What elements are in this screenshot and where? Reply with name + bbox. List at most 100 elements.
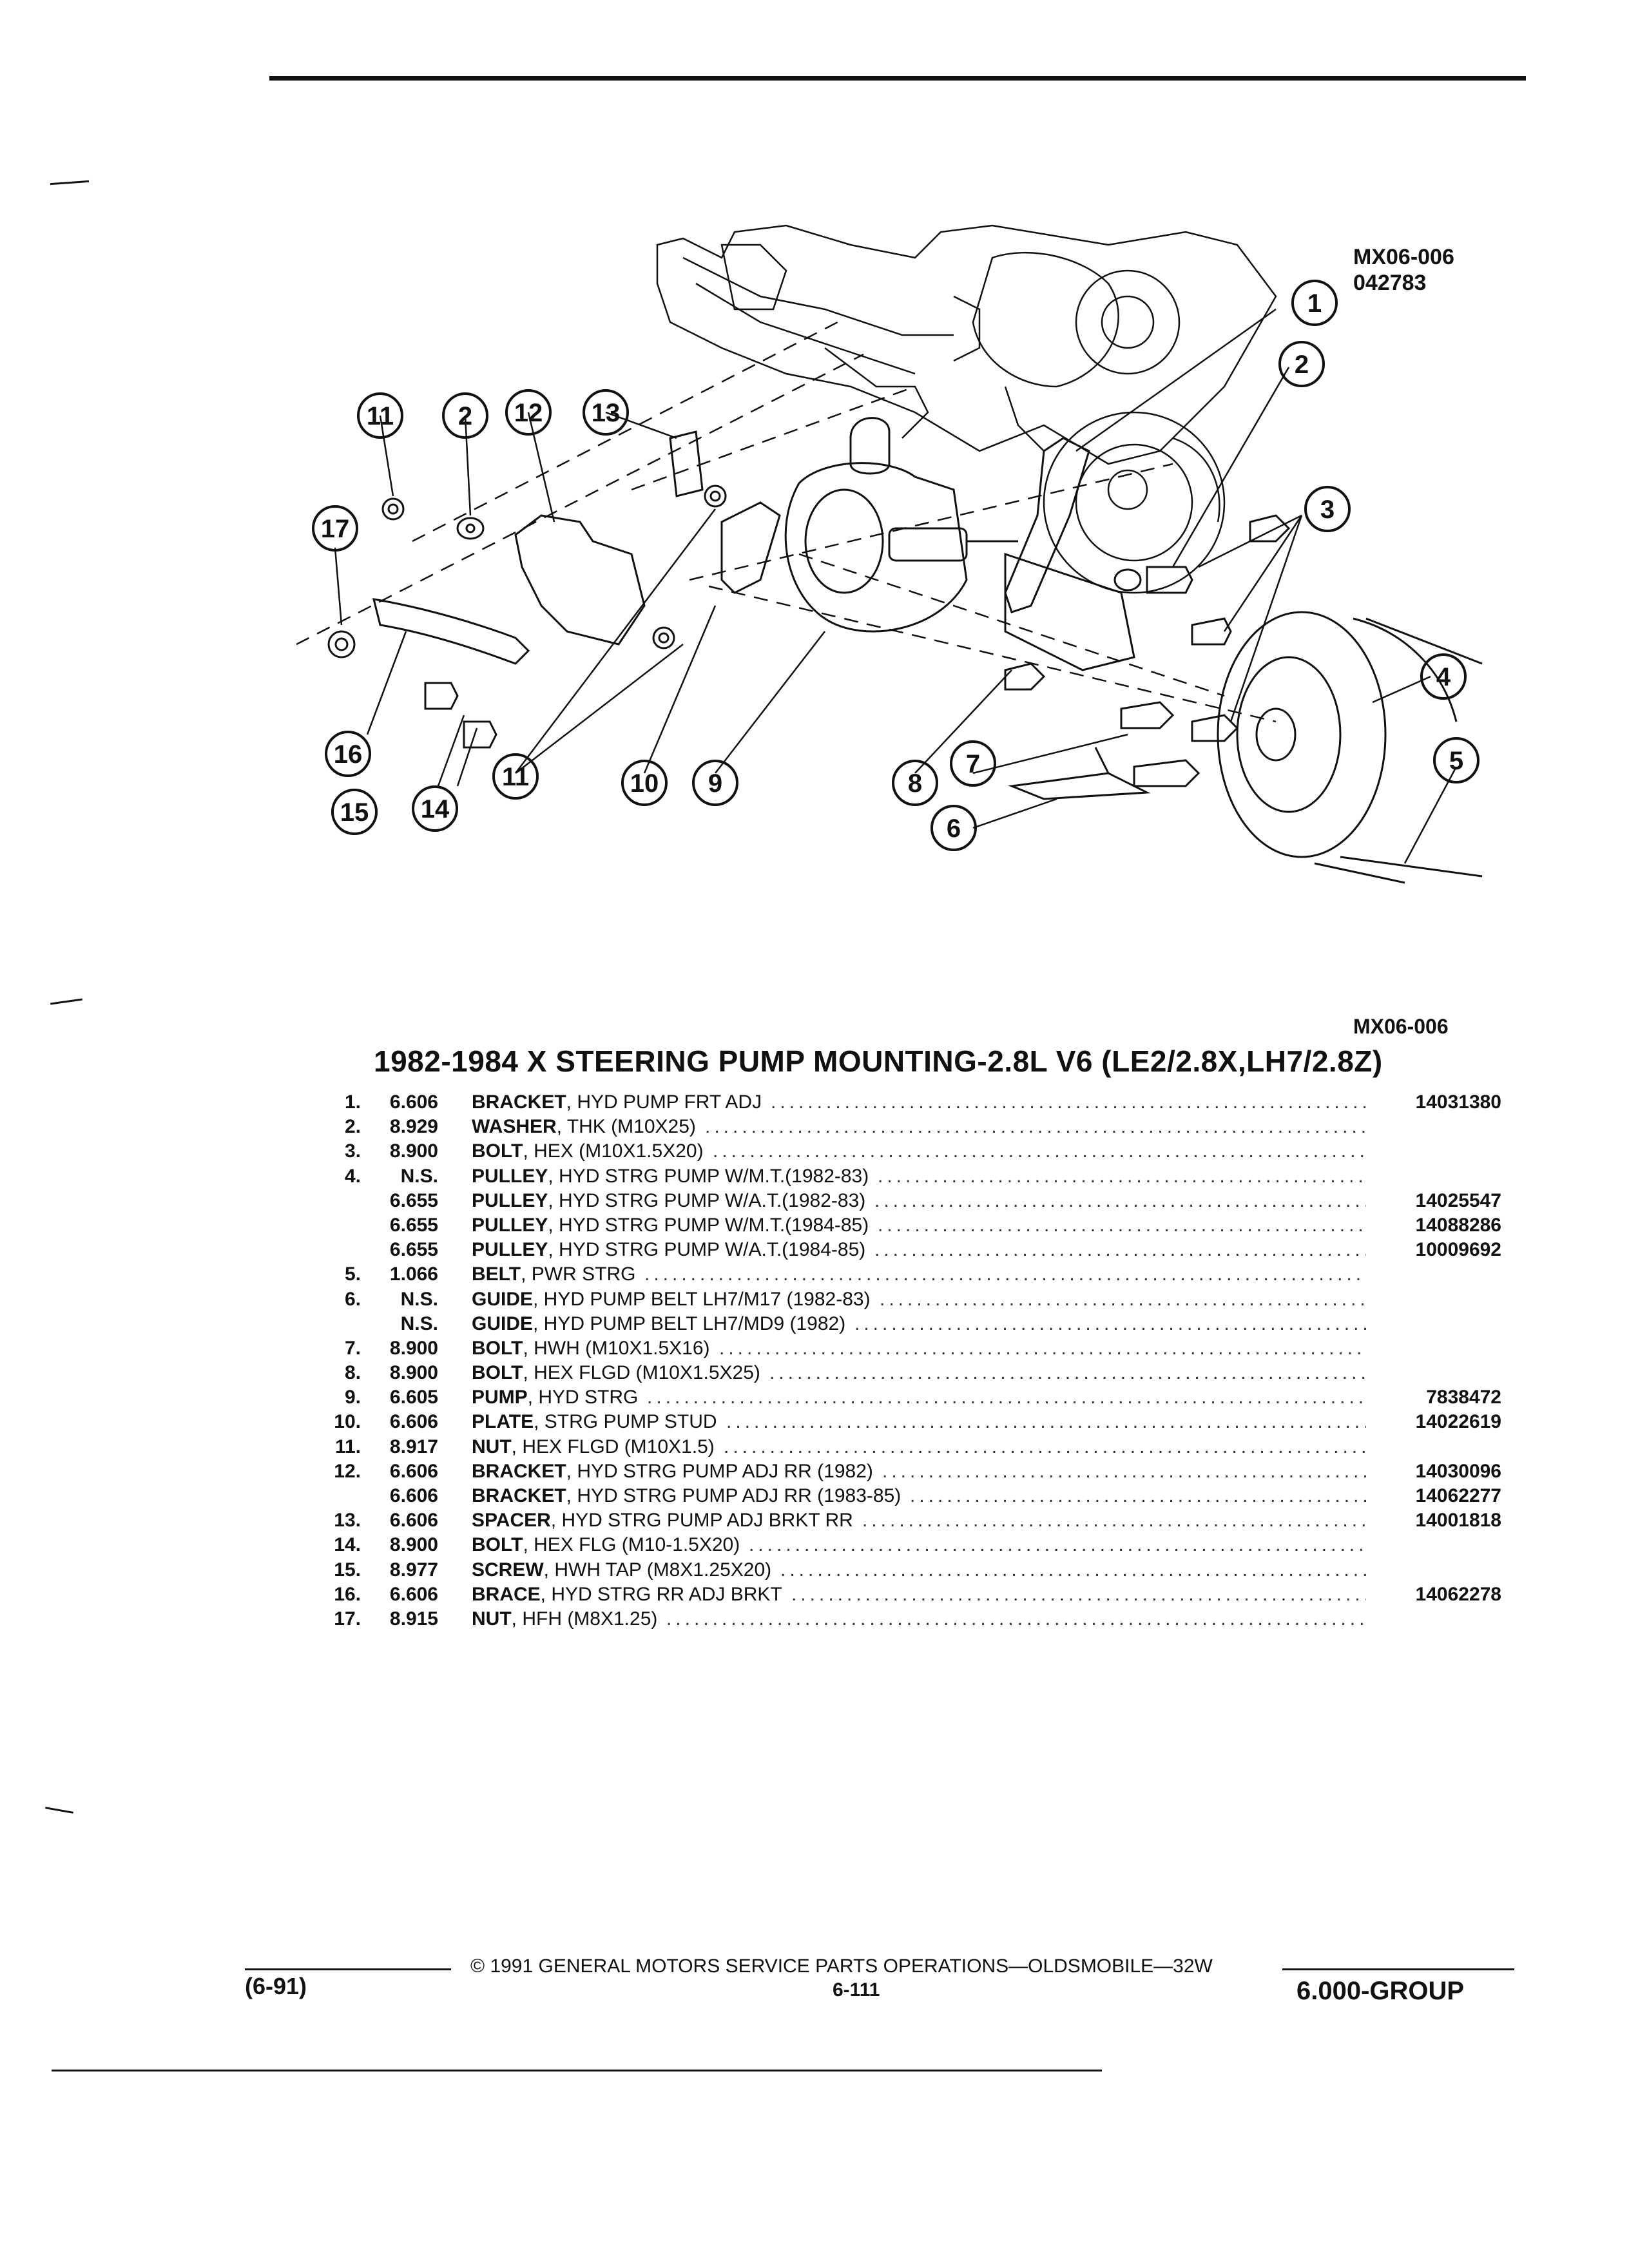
- item-number: 10.: [334, 1411, 361, 1433]
- group-number: N.S.: [400, 1288, 438, 1310]
- part-name: BOLT: [472, 1140, 523, 1162]
- item-number: 7.: [344, 1337, 361, 1359]
- part-description: BRACE, HYD STRG RR ADJ BRKT: [472, 1582, 782, 1607]
- part-detail: , HFH (M8X1.25): [511, 1608, 658, 1629]
- leader-dots: ........................................…: [719, 1337, 1366, 1359]
- callout-5: 5: [1449, 747, 1463, 775]
- item-number: 17.: [334, 1608, 361, 1629]
- item-number: 9.: [344, 1387, 361, 1408]
- leader-dots: ........................................…: [882, 1460, 1366, 1482]
- part-name: PULLEY: [472, 1239, 548, 1261]
- group-number: N.S.: [400, 1165, 438, 1187]
- leader-dots: ........................................…: [910, 1485, 1366, 1506]
- part-description: BOLT, HWH (M10X1.5X16): [472, 1336, 710, 1361]
- part-name: NUT: [472, 1436, 512, 1457]
- part-detail: , STRG PUMP STUD: [534, 1411, 717, 1433]
- callout-4: 4: [1436, 663, 1451, 691]
- callout-13: 13: [592, 399, 621, 427]
- group-number: 8.900: [389, 1534, 438, 1556]
- group-number: 6.606: [389, 1583, 438, 1605]
- callout-10: 10: [630, 769, 659, 798]
- diagram-ref-code: MX06-006: [1353, 245, 1454, 269]
- callout-circles: [312, 280, 1480, 851]
- parts-row: 6.N.S.GUIDE, HYD PUMP BELT LH7/M17 (1982…: [303, 1287, 1514, 1312]
- part-description: BOLT, HEX (M10X1.5X20): [472, 1139, 704, 1164]
- leader-dots: ........................................…: [749, 1534, 1366, 1556]
- part-detail: , HYD STRG PUMP W/A.T.(1982-83): [548, 1189, 866, 1211]
- callout-17: 17: [321, 515, 350, 543]
- part-name: BOLT: [472, 1337, 523, 1359]
- footer-rule-left: [245, 1968, 451, 1970]
- leader-dots: ........................................…: [771, 1091, 1366, 1113]
- group-number: 8.977: [389, 1559, 438, 1581]
- part-description: BRACKET, HYD STRG PUMP ADJ RR (1983-85): [472, 1484, 901, 1508]
- group-number: 1.066: [389, 1264, 438, 1285]
- leader-dots: ........................................…: [705, 1116, 1366, 1138]
- item-number: 2.: [344, 1116, 361, 1138]
- group-number: 6.606: [389, 1411, 438, 1433]
- leader-dots: ........................................…: [724, 1436, 1366, 1457]
- part-name: PULLEY: [472, 1214, 548, 1236]
- diagram-ref-date: 042783: [1353, 271, 1427, 295]
- parts-row: 6.655 PULLEY, HYD STRG PUMP W/M.T.(1984-8…: [303, 1213, 1514, 1238]
- leader-dots: ........................................…: [791, 1583, 1366, 1605]
- bottom-rule: [52, 2070, 1102, 2071]
- part-detail: , HYD PUMP BELT LH7/MD9 (1982): [533, 1312, 846, 1334]
- leader-dots: ........................................…: [874, 1239, 1366, 1261]
- footer-copyright: © 1991 GENERAL MOTORS SERVICE PARTS OPER…: [470, 1956, 1213, 1977]
- part-name: BOLT: [472, 1534, 523, 1556]
- part-detail: , THK (M10X25): [556, 1116, 696, 1138]
- group-number: 6.605: [389, 1387, 438, 1408]
- part-name: SPACER: [472, 1510, 551, 1532]
- footer-group: 6.000-GROUP: [1296, 1977, 1465, 2005]
- part-description: PULLEY, HYD STRG PUMP W/A.T.(1982-83): [472, 1189, 865, 1213]
- item-number: 6.: [344, 1288, 361, 1310]
- leader-lines: [334, 308, 1458, 864]
- part-detail: , PWR STRG: [521, 1264, 636, 1285]
- group-number: 6.655: [389, 1214, 438, 1236]
- callout-14: 14: [421, 795, 450, 823]
- steering-pump: [784, 417, 1018, 633]
- part-number: 14030096: [1415, 1460, 1501, 1482]
- group-number: 6.655: [389, 1239, 438, 1261]
- part-description: BRACKET, HYD PUMP FRT ADJ: [472, 1090, 762, 1115]
- group-number: 6.606: [389, 1091, 438, 1113]
- parts-row: N.S.GUIDE, HYD PUMP BELT LH7/MD9 (1982).…: [303, 1312, 1514, 1336]
- part-number: 14025547: [1415, 1189, 1501, 1211]
- callout-2b: 2: [1295, 351, 1309, 379]
- part-number: 7838472: [1426, 1387, 1501, 1408]
- part-description: PULLEY, HYD STRG PUMP W/A.T.(1984-85): [472, 1238, 865, 1262]
- item-number: 15.: [334, 1559, 361, 1581]
- item-number: 16.: [334, 1583, 361, 1605]
- part-detail: , HWH (M10X1.5X16): [523, 1337, 710, 1359]
- footer-page-number: 6-111: [833, 1979, 880, 2001]
- part-name: BOLT: [472, 1362, 523, 1384]
- leader-dots: ........................................…: [878, 1214, 1366, 1236]
- part-number: 14022619: [1415, 1411, 1501, 1433]
- leader-dots: ........................................…: [880, 1288, 1366, 1310]
- part-name: NUT: [472, 1608, 512, 1629]
- part-name: BRACE: [472, 1583, 541, 1605]
- part-name: BELT: [472, 1264, 521, 1285]
- group-number: 6.606: [389, 1510, 438, 1532]
- part-detail: , HYD STRG PUMP ADJ RR (1982): [566, 1460, 873, 1482]
- callout-1: 1: [1307, 289, 1322, 318]
- leader-dots: ........................................…: [769, 1362, 1366, 1384]
- part-description: PUMP, HYD STRG: [472, 1385, 638, 1410]
- part-number: 14031380: [1415, 1091, 1501, 1113]
- part-description: BOLT, HEX FLGD (M10X1.5X25): [472, 1361, 760, 1385]
- part-name: PLATE: [472, 1411, 534, 1433]
- part-detail: , HYD STRG PUMP W/M.T.(1984-85): [548, 1214, 869, 1236]
- group-number: 6.606: [389, 1485, 438, 1506]
- part-description: GUIDE, HYD PUMP BELT LH7/MD9 (1982): [472, 1312, 845, 1336]
- item-number: 4.: [344, 1165, 361, 1187]
- part-detail: , HYD STRG: [527, 1387, 639, 1408]
- footer-date: (6-91): [245, 1973, 307, 1999]
